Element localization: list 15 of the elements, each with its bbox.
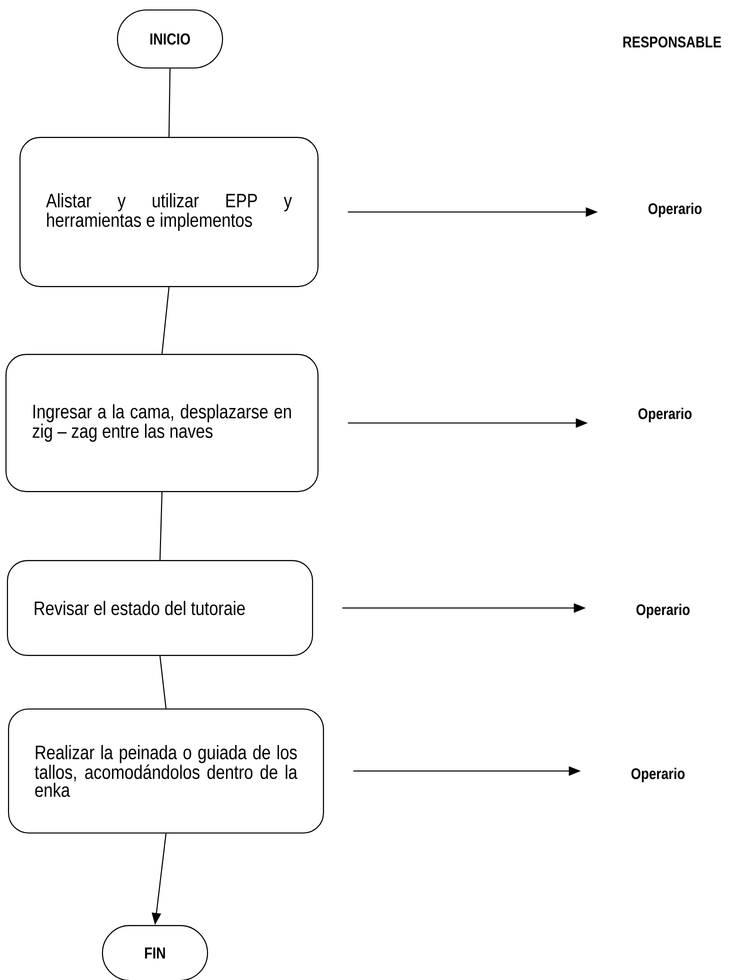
responsible-label: Operario: [636, 604, 690, 618]
process-box: Realizar la peinada o guiada de los tallos, acomodándolos dentro de la enka: [8, 708, 324, 834]
connector-line: [168, 68, 171, 137]
column-heading: RESPONSABLE: [623, 36, 722, 48]
connector-line: [159, 656, 167, 709]
connector-line: [159, 492, 163, 560]
terminal-box: INICIO: [116, 9, 224, 69]
responsible-label: Operario: [638, 408, 692, 422]
process-box: Revisar el estado del tutoraie: [6, 560, 314, 656]
process-box: Ingresar a la cama, desplazarse en zig – zag entre las naves: [5, 354, 319, 492]
connector-line: [161, 287, 170, 354]
responsible-label: Operario: [648, 202, 702, 218]
terminal-box: FIN: [102, 925, 208, 980]
process-box: Alistar y utilizar EPP y herramientas e implementos: [19, 136, 319, 288]
responsible-label: Operario: [631, 768, 685, 782]
